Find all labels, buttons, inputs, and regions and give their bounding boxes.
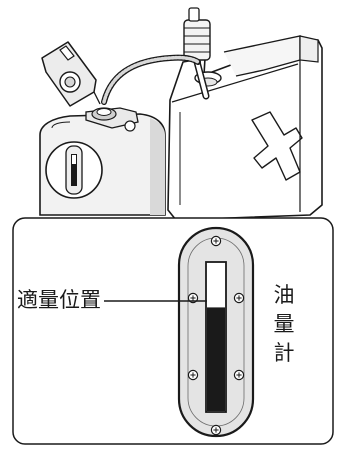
fuel-level-bar xyxy=(207,307,225,411)
jerry-can xyxy=(167,7,323,221)
fuel-gauge xyxy=(177,226,255,438)
fuel-gauge-label-char: 油 xyxy=(273,283,295,307)
siphon-hose xyxy=(101,54,201,105)
heater-tank xyxy=(39,41,166,216)
screw-bottom xyxy=(210,424,222,436)
screw-low-right xyxy=(233,369,245,381)
screw-mid-right xyxy=(233,292,245,304)
fuel-gauge-label-char: 量 xyxy=(273,312,295,336)
screw-top xyxy=(210,235,222,247)
fuel-gauge-label-char: 計 xyxy=(273,341,295,365)
fuel-gauge-label: 油 量 計 xyxy=(272,285,296,372)
screw-low-left xyxy=(187,369,199,381)
fill-level-label: 適量位置 xyxy=(17,288,101,312)
